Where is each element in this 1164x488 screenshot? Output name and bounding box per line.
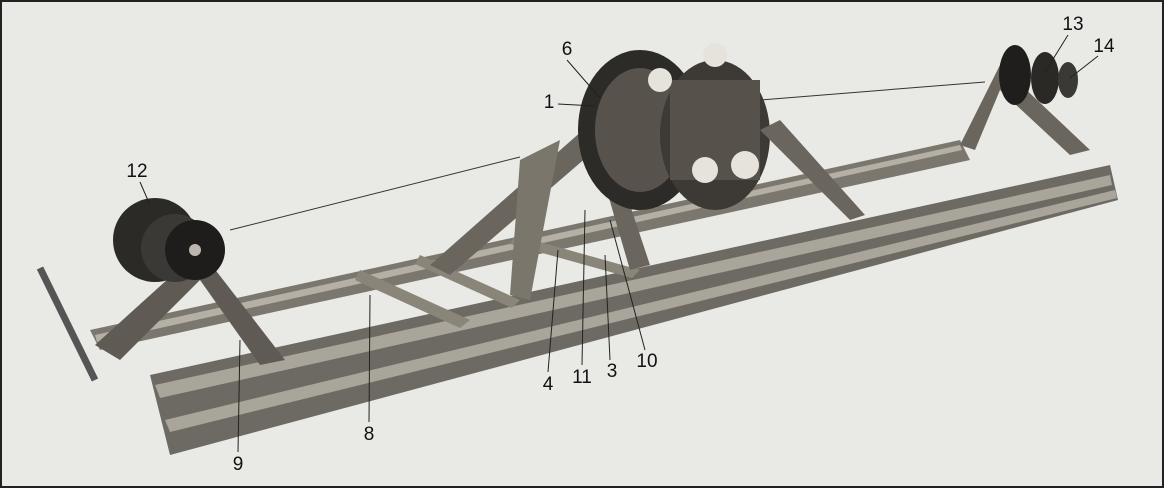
callout-13: 13 — [1062, 14, 1084, 35]
callout-8: 8 — [363, 424, 375, 445]
callout-10: 10 — [636, 351, 658, 372]
left-frame-with-drum — [36, 198, 285, 382]
callout-11: 11 — [572, 367, 592, 388]
callout-6: 6 — [561, 39, 573, 60]
callout-9: 9 — [232, 454, 244, 475]
callout-12: 12 — [126, 161, 148, 182]
callout-1: 1 — [543, 92, 555, 113]
thread-lines — [229, 81, 986, 231]
callout-4: 4 — [542, 374, 554, 395]
callout-14: 14 — [1093, 36, 1115, 57]
center-frame-with-wheel — [430, 43, 865, 300]
callout-3: 3 — [606, 361, 618, 382]
right-frame-with-spools — [960, 45, 1090, 155]
callout-leader-lines — [139, 34, 1099, 453]
